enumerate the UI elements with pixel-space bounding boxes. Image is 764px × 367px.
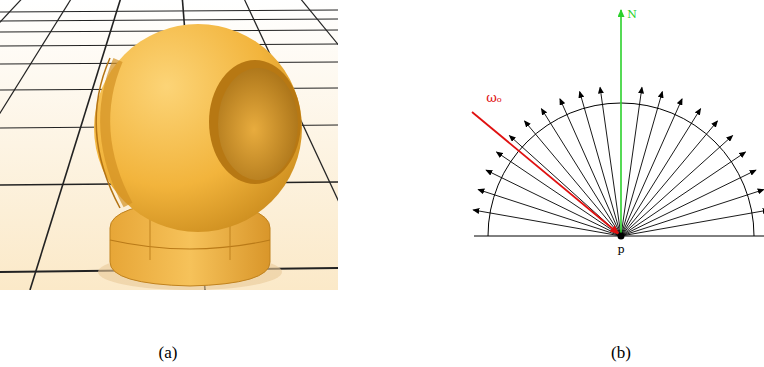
panel-caption: (b): [611, 344, 631, 361]
ray-arrow: [621, 109, 701, 236]
vector-label: ωₒ: [486, 91, 502, 104]
ray-arrow: [600, 88, 621, 237]
ray-arrow: [621, 190, 764, 236]
ray-arrow: [621, 121, 717, 236]
ray-arrow: [621, 99, 682, 236]
ray-arrow: [478, 190, 621, 236]
ray-arrow: [621, 92, 662, 236]
ray-arrow: [497, 152, 621, 236]
ray-arrow: [621, 210, 764, 236]
ray-arrow: [621, 136, 733, 236]
normal-label: N: [627, 9, 637, 20]
ray-arrow: [580, 92, 621, 236]
ray-arrow: [621, 88, 642, 237]
ray-arrow: [473, 210, 621, 236]
point-label: p: [617, 244, 624, 255]
ray-arrow: [525, 121, 621, 236]
panel-caption: (a): [159, 344, 178, 361]
